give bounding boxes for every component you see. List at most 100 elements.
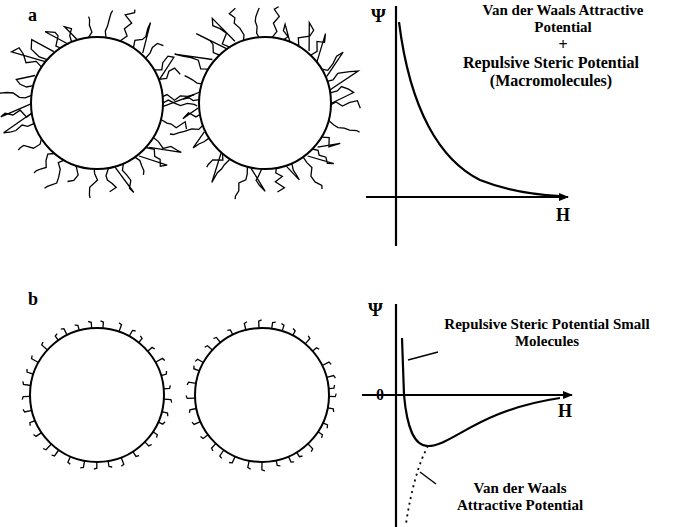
surface-molecule: [120, 10, 135, 41]
surface-molecule: [22, 396, 30, 399]
surface-molecule: [308, 149, 334, 164]
annotation: Repulsive Steric Potential (Macromolecul…: [438, 54, 664, 89]
surface-molecule: [322, 362, 331, 365]
surface-molecule: [16, 76, 35, 88]
surface-molecule: [0, 88, 31, 97]
surface-molecule: [183, 92, 200, 101]
surface-molecule: [133, 452, 139, 457]
surface-molecule: [185, 76, 202, 84]
axis-label: Ψ: [371, 6, 386, 27]
surface-molecule: [148, 347, 155, 351]
surface-molecule: [145, 442, 152, 446]
surface-molecule: [207, 153, 223, 167]
surface-molecule: [293, 329, 295, 336]
surface-molecule: [34, 154, 55, 174]
surface-molecule: [329, 121, 360, 133]
particle-group: [30, 37, 331, 462]
surface-molecule: [94, 462, 97, 469]
surface-molecule: [139, 336, 142, 343]
surface-molecule: [55, 334, 58, 341]
annotation: Van der Waals Attractive Potential: [440, 480, 600, 513]
potential-plot: [366, 6, 568, 246]
particle: [30, 328, 164, 462]
surface-molecule: [201, 435, 209, 439]
surface-molecule: [283, 24, 290, 42]
surface-molecule: [164, 385, 171, 389]
surface-molecule: [88, 17, 92, 38]
surface-molecule: [27, 369, 33, 374]
axis-label: a: [28, 6, 37, 26]
surface-molecule: [80, 461, 84, 468]
surface-molecule: [75, 325, 80, 330]
surface-molecule: [195, 359, 203, 362]
surface-molecule: [153, 432, 157, 438]
surface-molecule: [43, 444, 51, 450]
surface-molecule: [330, 87, 353, 103]
surface-molecule: [186, 396, 195, 399]
surface-molecule: [170, 125, 203, 134]
surface-molecule: [115, 164, 134, 193]
surface-molecule: [190, 409, 197, 413]
surface-molecule: [108, 461, 112, 467]
surface-molecule: [323, 423, 328, 428]
surface-molecule: [161, 371, 166, 376]
surface-molecule: [329, 394, 336, 397]
surface-molecule: [244, 322, 247, 330]
surface-molecule: [162, 412, 168, 417]
surface-molecule: [119, 323, 122, 332]
surface-molecule: [281, 323, 284, 331]
axis-label: Ψ: [368, 300, 383, 321]
surface-molecule: [227, 330, 233, 335]
surface-molecule: [235, 167, 247, 200]
surface-molecule: [4, 114, 35, 133]
surface-molecule: [318, 137, 341, 147]
potential-curve: [399, 22, 560, 196]
surface-molecule: [192, 422, 201, 425]
surface-molecule: [328, 408, 334, 412]
surface-molecule: [275, 168, 284, 192]
surface-molecule: [262, 462, 265, 471]
surface-molecule: [251, 168, 265, 191]
surface-molecule: [164, 399, 172, 403]
surface-molecule: [259, 320, 262, 328]
surface-molecule: [229, 8, 244, 40]
surface-molecule: [65, 27, 78, 42]
surface-molecule: [52, 450, 59, 456]
particle: [199, 37, 331, 169]
surface-molecule: [327, 376, 336, 379]
surface-molecule: [212, 444, 216, 451]
axis-label: H: [558, 402, 572, 422]
surface-molecule: [129, 330, 135, 336]
surface-molecule: [42, 342, 48, 350]
surface-molecule: [318, 432, 322, 438]
surface-molecule: [255, 8, 259, 37]
surface-molecule: [105, 11, 112, 38]
particle: [195, 328, 329, 462]
surface-molecule: [30, 421, 35, 426]
surface-molecule: [175, 54, 213, 69]
surface-molecule: [23, 409, 32, 412]
surface-molecule: [31, 40, 54, 60]
axis-label: H: [556, 206, 570, 226]
axis-label: b: [28, 290, 38, 310]
annotation: Repulsive Steric Potential Small Molecul…: [440, 316, 654, 349]
particle: [31, 37, 163, 169]
axis-label: +: [478, 36, 648, 54]
x-axis: [362, 394, 572, 396]
surface-molecule: [305, 336, 310, 344]
surface-molecule: [161, 120, 187, 130]
surface-molecule: [229, 456, 235, 462]
surface-molecule: [212, 153, 230, 182]
surface-molecule: [212, 18, 235, 47]
polymer-chains: [0, 7, 360, 471]
surface-molecule: [34, 433, 42, 437]
surface-molecule: [1, 104, 32, 117]
surface-molecule: [272, 7, 279, 38]
axis-label: 0: [376, 386, 384, 404]
surface-molecule: [88, 322, 92, 329]
surface-molecule: [68, 166, 79, 182]
annotation: Van der Waals Attractive Potential: [478, 2, 648, 35]
surface-molecule: [313, 348, 320, 351]
surface-molecule: [193, 132, 209, 148]
